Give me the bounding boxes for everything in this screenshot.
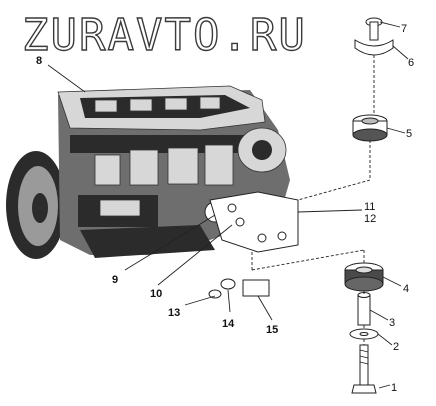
part-5-rubber-mount bbox=[352, 114, 388, 142]
callout-4: 4 bbox=[403, 283, 409, 295]
leader-lines bbox=[47, 21, 409, 389]
mount-bracket bbox=[209, 191, 299, 253]
part-7-bolt bbox=[365, 17, 383, 41]
part-13-washer bbox=[208, 289, 222, 299]
part-2-washer bbox=[349, 328, 379, 340]
callout-12: 12 bbox=[364, 213, 376, 225]
callout-10: 10 bbox=[150, 288, 162, 300]
part-6-bracket bbox=[354, 39, 394, 56]
callout-1: 1 bbox=[391, 382, 397, 394]
part-1-bolt bbox=[351, 344, 377, 394]
callout-15: 15 bbox=[266, 324, 278, 336]
callout-11: 11 bbox=[364, 201, 375, 213]
callout-5: 5 bbox=[406, 128, 412, 140]
assembly-guide-lines bbox=[251, 55, 375, 345]
callout-13: 13 bbox=[168, 307, 180, 319]
part-14-washer bbox=[220, 278, 236, 290]
callout-2: 2 bbox=[393, 341, 399, 353]
watermark-text: ZURAVTO.RU bbox=[22, 10, 307, 61]
part-15-plate bbox=[242, 279, 270, 297]
callout-14: 14 bbox=[222, 318, 235, 330]
callout-3: 3 bbox=[389, 317, 395, 329]
part-3-sleeve bbox=[357, 292, 371, 326]
callout-labels: 1 2 3 4 5 6 7 8 9 10 11 12 13 14 15 bbox=[36, 23, 414, 394]
callout-7: 7 bbox=[401, 23, 407, 35]
callout-6: 6 bbox=[408, 57, 414, 69]
part-4-rubber-mount bbox=[344, 262, 384, 292]
callout-8: 8 bbox=[36, 55, 42, 67]
callout-9: 9 bbox=[112, 274, 118, 286]
